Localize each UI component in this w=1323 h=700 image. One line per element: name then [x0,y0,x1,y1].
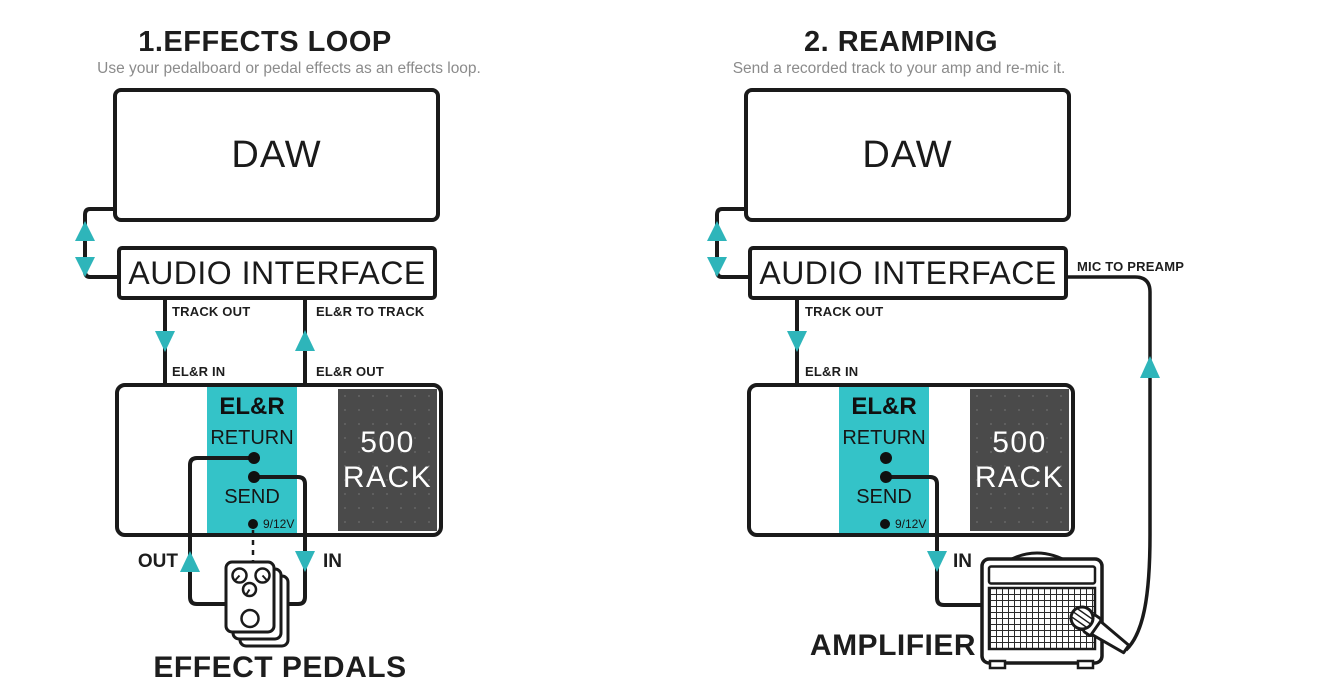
left-module-name: EL&R [219,393,285,420]
right-rack-line2: RACK [974,461,1065,494]
pedal-knob-left [231,567,248,584]
right-power-label: 9/12V [895,517,927,531]
right-audio-interface-label: AUDIO INTERFACE [759,254,1057,291]
left-out-arrow-icon [180,551,200,572]
right-track-out-label: TRACK OUT [805,304,884,319]
left-in-arrow-icon [295,551,315,572]
right-device-label: AMPLIFIER [809,629,977,662]
pedal-knob-left-pointer [233,574,241,582]
left-track-out-arrow-icon [155,331,175,352]
right-return-label: RETURN [842,427,926,449]
right-subtitle: Send a recorded track to your amp and re… [732,60,1066,77]
mic-body [1089,619,1131,655]
pedal-knob-right [254,567,271,584]
pedal-knob-mid [241,581,258,598]
amp-foot-right [1076,659,1095,670]
pedal-footswitch [240,608,260,629]
pedal-body [224,560,276,634]
left-subtitle: Use your pedalboard or pedal effects as … [97,60,481,77]
left-up-arrow-icon [75,221,95,241]
right-daw-label: DAW [862,133,953,176]
right-rack-line1: 500 [992,426,1047,459]
left-down-arrow-icon [75,257,95,277]
amp-handle [998,551,1076,565]
right-daw-box: DAW [744,88,1071,222]
right-title: 2. REAMPING [803,26,999,58]
microphone-icon [1069,605,1131,655]
left-daw-interface-cable [83,207,117,279]
right-in-arrow-icon [927,551,947,572]
right-daw-interface-cable [715,207,748,279]
left-500-rack-panel: 500 RACK [338,389,437,531]
left-audio-interface-box: AUDIO INTERFACE [117,246,437,300]
left-send-label: SEND [224,486,280,508]
left-out-label: OUT [137,551,178,572]
right-up-arrow-icon [707,221,727,241]
left-title: 1.EFFECTS LOOP [138,26,392,58]
left-daw-label: DAW [231,133,322,176]
pedal-knob-right-pointer [261,574,269,582]
mic-band [1082,613,1103,637]
mic-to-preamp-cable [1068,275,1152,652]
right-mic-to-preamp-label: MIC TO PREAMP [1077,259,1185,274]
right-down-arrow-icon [707,257,727,277]
right-send-label: SEND [856,486,912,508]
pedal-knob-mid-pointer [245,588,251,596]
right-track-out-arrow-icon [787,331,807,352]
left-elr-out-arrow-icon [295,330,315,351]
right-500-rack-panel: 500 RACK [970,389,1069,531]
mic-head-grill-lines [1071,608,1093,628]
left-track-out-label: TRACK OUT [172,304,251,319]
left-daw-box: DAW [113,88,440,222]
left-return-label: RETURN [210,427,294,449]
left-in-label: IN [323,551,342,572]
right-in-label: IN [953,551,972,572]
left-elr-out-label: EL&R OUT [316,364,385,379]
left-rack-line2: RACK [342,461,433,494]
mic-signal-up-arrow-icon [1140,356,1160,378]
right-audio-interface-box: AUDIO INTERFACE [748,246,1068,300]
pedal-layer-mid [231,567,283,641]
left-elr-to-track-label: EL&R TO TRACK [316,304,425,319]
left-elr-in-label: EL&R IN [172,364,226,379]
left-power-label: 9/12V [263,517,295,531]
left-device-label: EFFECT PEDALS [153,651,407,684]
right-elr-in-label: EL&R IN [805,364,859,379]
right-module-name: EL&R [851,393,917,420]
amp-control-panel [987,565,1097,585]
left-audio-interface-label: AUDIO INTERFACE [128,254,426,291]
left-rack-line1: 500 [360,426,415,459]
pedal-layer-back [238,574,290,648]
effect-pedal-icon [224,560,290,648]
mic-head [1069,605,1095,631]
